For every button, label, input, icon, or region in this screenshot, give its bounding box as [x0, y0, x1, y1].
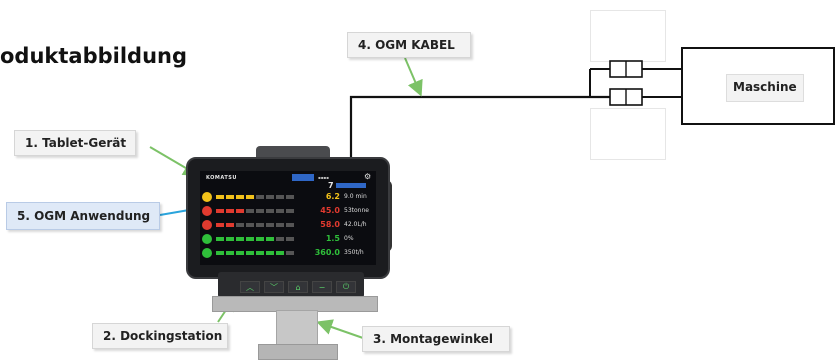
level-bars — [216, 209, 294, 213]
status-dot-icon — [202, 220, 212, 230]
cable-arrow — [404, 57, 423, 97]
label-cable: 4. OGM KABEL — [347, 32, 471, 58]
app-start-button — [292, 174, 314, 181]
gear-icon: ⚙ — [364, 172, 372, 181]
mount-bracket-stem — [276, 310, 318, 346]
ogm-cable — [349, 95, 610, 157]
metric-value: 360.0 — [314, 248, 340, 257]
level-bars — [216, 251, 294, 255]
metric-value: 58.0 — [320, 220, 340, 229]
dock-key-home-icon: ⌂ — [288, 281, 308, 293]
ogm-app-screen: KOMATSU ▪▪▪▪ ⚙ 7 6.2 9.0 min 45.0 53tonn… — [200, 171, 376, 265]
tablet-device: KOMATSU ▪▪▪▪ ⚙ 7 6.2 9.0 min 45.0 53tonn… — [186, 157, 390, 279]
label-docking: 2. Dockingstation — [92, 323, 228, 349]
level-bars — [216, 223, 294, 227]
brand-text: KOMATSU — [206, 175, 237, 181]
metric-unit: 350t/h — [344, 249, 364, 256]
metric-row: 6.2 9.0 min — [202, 191, 374, 203]
status-dot-icon — [202, 192, 212, 202]
status-dot-icon — [202, 234, 212, 244]
machine-label: Maschine — [733, 80, 797, 94]
machine-box: Maschine — [681, 47, 835, 125]
metric-row: 58.0 42.0L/h — [202, 219, 374, 231]
metric-unit: 9.0 min — [344, 193, 367, 200]
mount-arrow — [316, 319, 364, 339]
metric-unit: 53tonne — [344, 207, 369, 214]
machine-tag — [726, 74, 804, 102]
metric-row: 45.0 53tonne — [202, 205, 374, 217]
label-app: 5. OGM Anwendung — [6, 202, 160, 230]
count-indicator: 7 — [328, 181, 334, 190]
dock-key-power-icon: ⏻ — [336, 281, 356, 293]
docking-station: ︿ ﹀ ⌂ − ⏻ — [218, 272, 364, 298]
dock-key-minus-icon: − — [312, 281, 332, 293]
status-badge — [336, 183, 366, 188]
metric-unit: 0% — [344, 235, 354, 242]
page-title: oduktabbildung — [0, 44, 188, 68]
app-header-text: ▪▪▪▪ — [318, 175, 329, 180]
background-frame — [590, 108, 666, 160]
dock-top-clamp — [256, 146, 330, 159]
metric-value: 6.2 — [325, 192, 340, 201]
dock-key-up-icon: ︿ — [240, 281, 260, 293]
metric-value: 45.0 — [320, 206, 340, 215]
level-bars — [216, 237, 294, 241]
label-mount: 3. Montagewinkel — [362, 326, 510, 352]
metric-value: 1.5 — [325, 234, 340, 243]
label-tablet: 1. Tablet-Gerät — [14, 130, 136, 156]
level-bars — [216, 195, 294, 199]
metric-unit: 42.0L/h — [344, 221, 367, 228]
status-dot-icon — [202, 248, 212, 258]
status-dot-icon — [202, 206, 212, 216]
dock-key-down-icon: ﹀ — [264, 281, 284, 293]
metric-row: 360.0 350t/h — [202, 247, 374, 259]
metric-row: 1.5 0% — [202, 233, 374, 245]
